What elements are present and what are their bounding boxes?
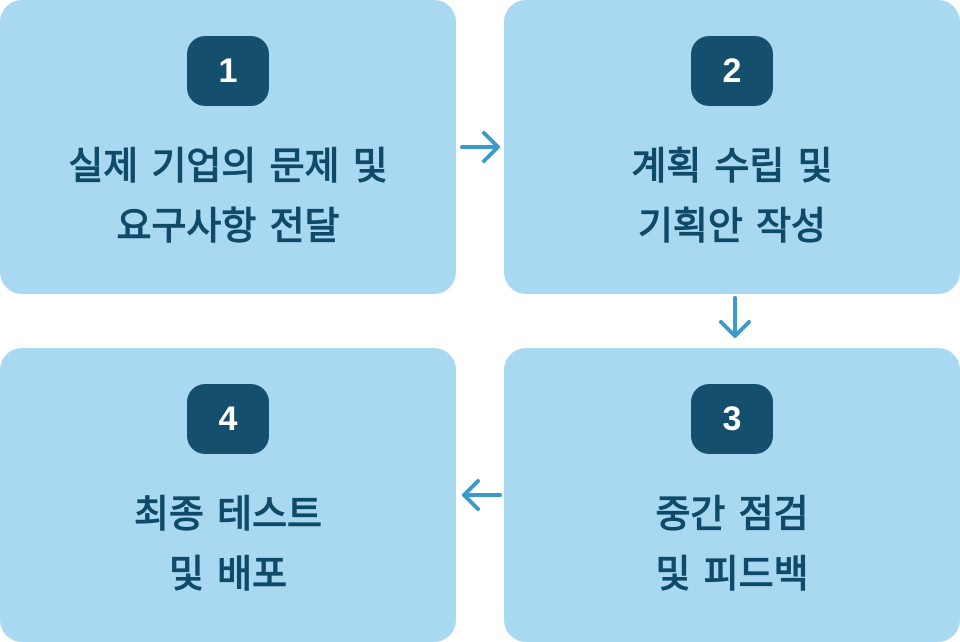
step-label: 중간 점검 및 피드백 bbox=[655, 484, 808, 604]
step-label-line: 실제 기업의 문제 및 bbox=[68, 144, 388, 188]
step-label-line: 계획 수립 및 bbox=[631, 144, 833, 188]
step-label: 계획 수립 및 기획안 작성 bbox=[631, 136, 832, 256]
step-label-line: 기획안 작성 bbox=[637, 204, 826, 248]
step-number-badge: 1 bbox=[187, 36, 269, 106]
step-label-line: 요구사항 전달 bbox=[116, 204, 340, 248]
step-label-line: 및 배포 bbox=[168, 552, 288, 596]
step-label-line: 중간 점검 bbox=[655, 492, 809, 536]
step-label: 최종 테스트 및 배포 bbox=[134, 484, 322, 604]
step-label-line: 및 피드백 bbox=[655, 552, 809, 596]
step-number-badge: 4 bbox=[187, 384, 269, 454]
arrow-left-icon bbox=[458, 472, 504, 518]
step-card-2: 2 계획 수립 및 기획안 작성 bbox=[504, 0, 960, 294]
step-label-line: 최종 테스트 bbox=[133, 492, 323, 536]
arrow-right-icon bbox=[458, 124, 504, 170]
step-label: 실제 기업의 문제 및 요구사항 전달 bbox=[68, 136, 387, 256]
step-number-badge: 3 bbox=[691, 384, 773, 454]
step-card-1: 1 실제 기업의 문제 및 요구사항 전달 bbox=[0, 0, 456, 294]
step-number-badge: 2 bbox=[691, 36, 773, 106]
step-card-4: 4 최종 테스트 및 배포 bbox=[0, 348, 456, 642]
arrow-down-icon bbox=[712, 296, 758, 342]
step-card-3: 3 중간 점검 및 피드백 bbox=[504, 348, 960, 642]
